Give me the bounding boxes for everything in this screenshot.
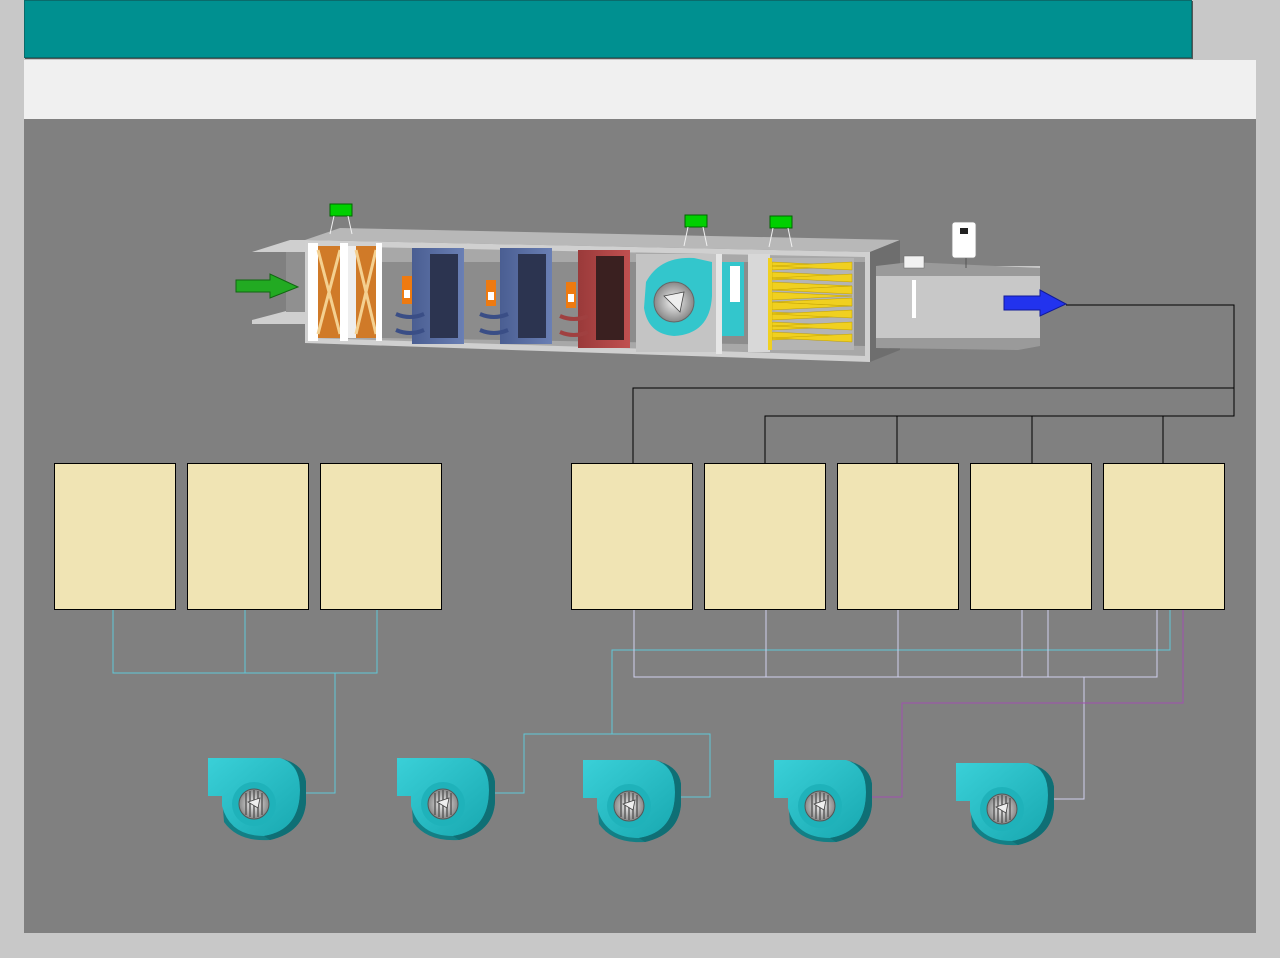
outlet-arrow-icon [1003,289,1068,317]
exhaust-lines-cyan [495,610,1171,798]
supply-duct-lines [632,304,1235,463]
supply-fan[interactable] [636,254,744,354]
toolbar-area [24,60,1256,119]
exhaust-lines-purple [872,610,1184,798]
air-handling-unit[interactable] [252,221,1040,362]
exhaust-fan-1[interactable] [207,757,307,841]
sensor-icon [903,255,925,269]
humidifier-status-indicator[interactable] [768,215,793,248]
heating-coil[interactable] [559,250,630,348]
inlet-arrow-icon [235,273,300,299]
exhaust-fan-4[interactable] [773,759,873,843]
filter-section[interactable] [308,243,382,341]
fan-status-indicator[interactable] [683,214,708,247]
room-left-2[interactable] [187,463,309,610]
exhaust-lines-left [112,610,378,794]
room-right-5[interactable] [1103,463,1225,610]
room-right-4[interactable] [970,463,1092,610]
room-left-1[interactable] [54,463,176,610]
filter-status-indicator[interactable] [329,203,353,235]
controller-box[interactable] [951,221,977,259]
room-right-3[interactable] [837,463,959,610]
exhaust-fan-2[interactable] [396,757,496,841]
cooling-coil-2[interactable] [479,248,552,344]
exhaust-lines-lavender [633,610,1158,800]
exhaust-fan-3[interactable] [582,759,682,843]
title-bar [24,0,1192,58]
room-right-1[interactable] [571,463,693,610]
room-left-3[interactable] [320,463,442,610]
room-right-2[interactable] [704,463,826,610]
exhaust-fan-5[interactable] [955,762,1055,846]
humidifier[interactable] [748,254,854,352]
cooling-coil-1[interactable] [395,248,464,344]
